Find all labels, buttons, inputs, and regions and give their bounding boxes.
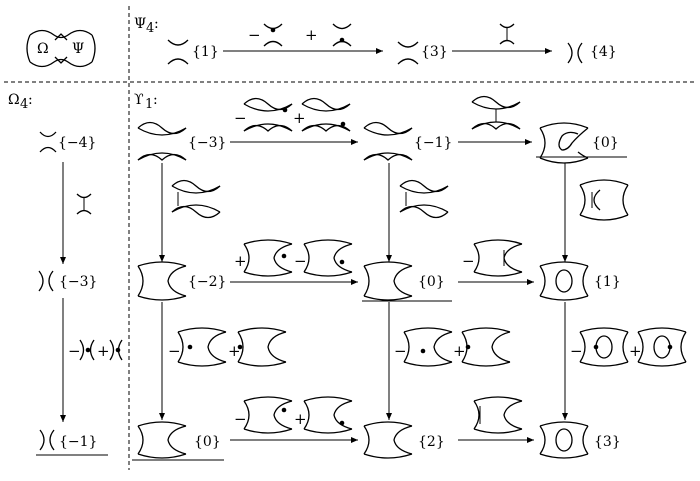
arrow-v1-c3 bbox=[562, 163, 629, 262]
omega-title: Ω 4 : bbox=[8, 92, 33, 112]
svg-text:−: − bbox=[234, 410, 247, 428]
svg-text:+: + bbox=[453, 342, 466, 360]
svg-text:4: 4 bbox=[20, 97, 28, 112]
upsilon-state-r2c1: {−2} bbox=[137, 261, 226, 301]
omega-psi-box: Ω Ψ bbox=[26, 29, 96, 68]
svg-text:−: − bbox=[248, 26, 261, 44]
svg-text:−: − bbox=[168, 342, 181, 360]
upsilon-grade-r3c3: {3} bbox=[594, 434, 621, 450]
psi-state-4: {4} bbox=[567, 42, 617, 64]
svg-text:+: + bbox=[228, 342, 241, 360]
svg-text:−: − bbox=[68, 342, 81, 360]
upsilon-state-r1c1: {−3} bbox=[137, 121, 226, 161]
svg-text::: : bbox=[28, 92, 33, 108]
svg-text:ϒ: ϒ bbox=[134, 92, 144, 108]
upsilon-grade-r3c1: {0} bbox=[194, 434, 221, 450]
upsilon-state-r3c3: {3} bbox=[539, 421, 621, 459]
svg-text:+: + bbox=[294, 410, 307, 428]
psi-title: Ψ 4 : bbox=[134, 16, 159, 36]
svg-text::: : bbox=[154, 16, 159, 32]
psi-grade-3: {3} bbox=[421, 44, 448, 60]
omega-state-3: {−1} bbox=[36, 429, 108, 456]
psi-arrow-1: − + bbox=[223, 23, 383, 54]
upsilon-grade-r2c2: {0} bbox=[418, 274, 445, 290]
upsilon-state-r1c3: {0} bbox=[536, 122, 627, 164]
arrow-v2-c1: − + bbox=[159, 302, 287, 420]
upsilon-state-r1c2: {−1} bbox=[363, 121, 452, 161]
svg-text:+: + bbox=[293, 109, 306, 127]
upsilon-grade-r1c2: {−1} bbox=[414, 135, 452, 151]
arrow-r2-b: − bbox=[458, 239, 534, 285]
upsilon-grade-r2c3: {1} bbox=[594, 274, 621, 290]
arrow-r3-a: − + bbox=[230, 396, 358, 443]
omega-grade-2: {−3} bbox=[59, 274, 97, 290]
omega-grade-1: {−4} bbox=[58, 135, 96, 151]
upsilon-state-r2c2: {0} bbox=[362, 261, 452, 302]
box-psi-label: Ψ bbox=[72, 41, 84, 57]
arrow-v1-c1 bbox=[159, 163, 221, 262]
psi-state-3: {3} bbox=[397, 41, 448, 65]
psi-grade-4: {4} bbox=[590, 44, 617, 60]
omega-state-1: {−4} bbox=[39, 131, 96, 153]
svg-text:+: + bbox=[629, 342, 642, 360]
svg-text::: : bbox=[153, 92, 158, 108]
arrow-r2-a: + − bbox=[230, 239, 358, 285]
omega-arrow-2: − + bbox=[60, 298, 123, 422]
svg-text:−: − bbox=[570, 342, 583, 360]
arrow-v2-c2: − + bbox=[386, 302, 511, 420]
svg-text:−: − bbox=[294, 252, 307, 270]
upsilon-grade-r1c1: {−3} bbox=[188, 135, 226, 151]
omega-arrow-1 bbox=[60, 162, 92, 264]
upsilon-state-r2c3: {1} bbox=[539, 261, 621, 301]
box-omega-label: Ω bbox=[37, 41, 49, 57]
arrow-r1-b bbox=[458, 95, 532, 145]
svg-text:−: − bbox=[394, 342, 407, 360]
psi-grade-1: {1} bbox=[192, 44, 219, 60]
psi-arrow-2 bbox=[452, 23, 552, 54]
arrow-v1-c2 bbox=[386, 163, 449, 262]
upsilon-title: ϒ 1 : bbox=[134, 92, 158, 112]
upsilon-grade-r3c2: {2} bbox=[418, 434, 445, 450]
svg-text:−: − bbox=[234, 109, 247, 127]
arrow-v2-c3: − + bbox=[562, 302, 687, 420]
svg-text:1: 1 bbox=[145, 97, 153, 112]
svg-text:+: + bbox=[97, 342, 110, 360]
psi-state-1: {1} bbox=[167, 39, 219, 65]
upsilon-grade-r2c1: {−2} bbox=[188, 274, 226, 290]
upsilon-grade-r1c3: {0} bbox=[592, 135, 619, 151]
svg-text:Ω: Ω bbox=[8, 92, 20, 108]
omega-grade-3: {−1} bbox=[59, 434, 97, 450]
arrow-r1-a: − + bbox=[230, 97, 358, 145]
arrow-r3-b bbox=[458, 396, 534, 443]
omega-state-2: {−3} bbox=[38, 270, 97, 292]
svg-text:Ψ: Ψ bbox=[134, 16, 146, 32]
svg-text:+: + bbox=[234, 252, 247, 270]
svg-text:4: 4 bbox=[146, 21, 154, 36]
svg-text:−: − bbox=[462, 252, 475, 270]
upsilon-state-r3c2: {2} bbox=[363, 421, 445, 459]
upsilon-state-r3c1: {0} bbox=[132, 421, 224, 461]
svg-text:+: + bbox=[305, 26, 318, 44]
